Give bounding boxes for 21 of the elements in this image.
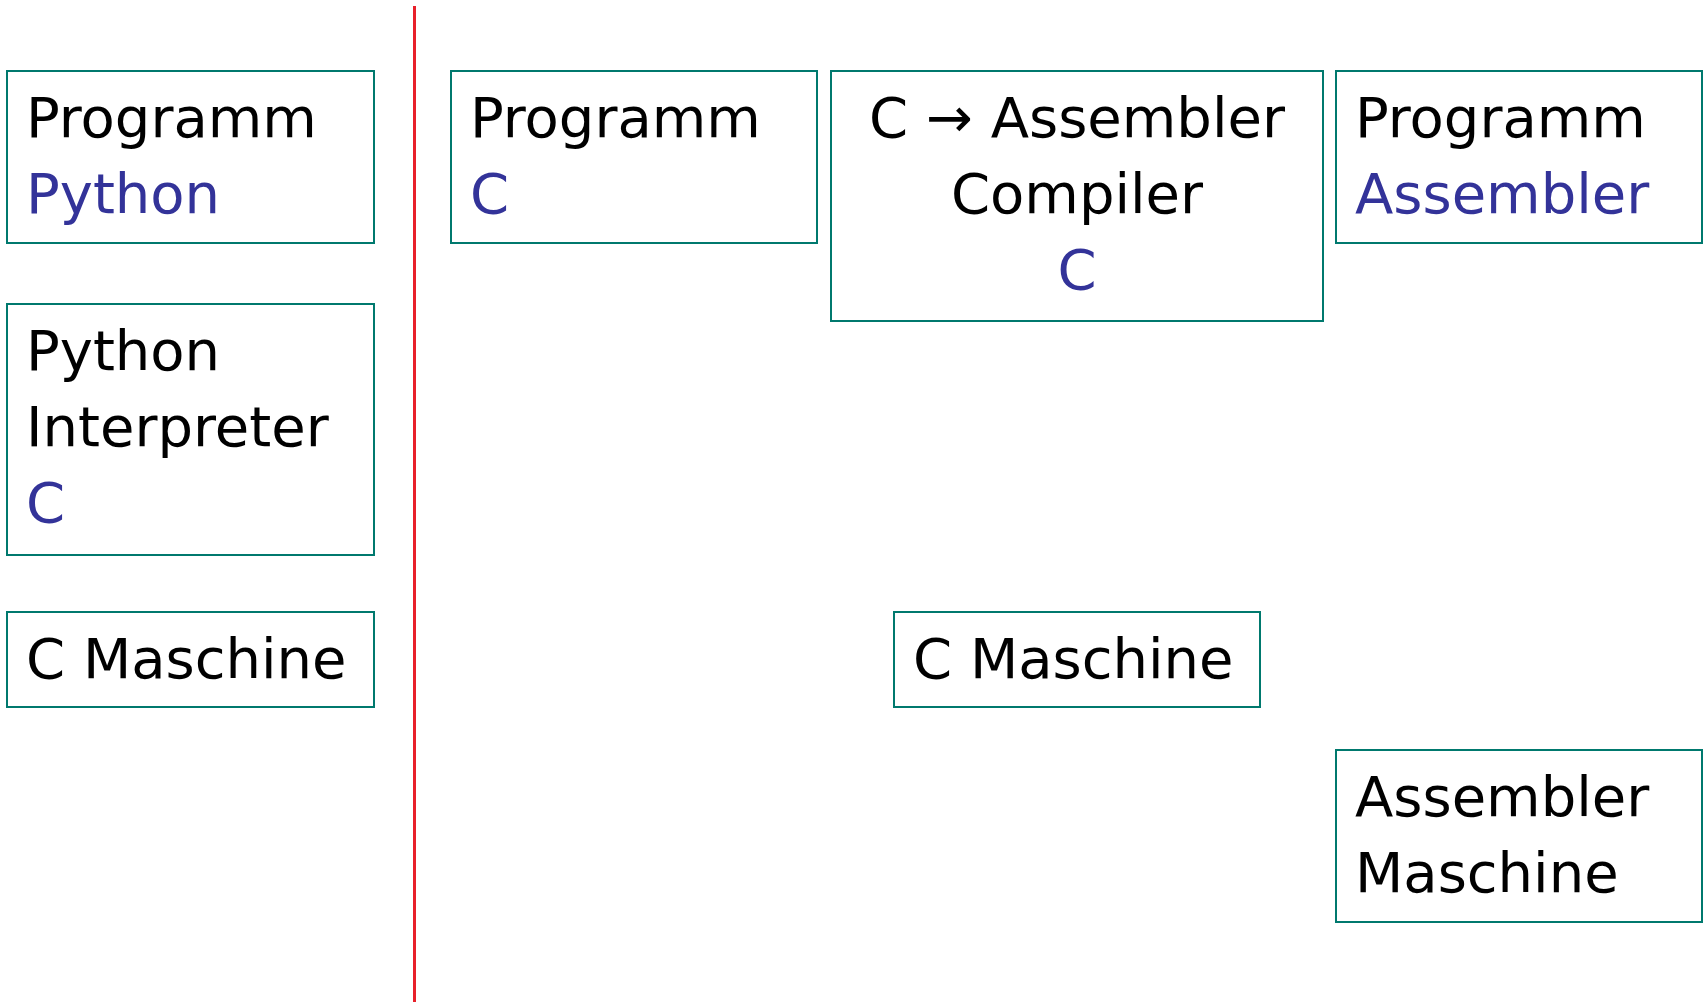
box-heading: C Maschine	[26, 625, 348, 693]
text-box	[450, 70, 818, 244]
language-label: Assembler	[1355, 160, 1651, 228]
box-heading: C Maschine	[913, 625, 1235, 693]
text-box	[830, 70, 1324, 322]
box-heading: Programm	[1355, 84, 1647, 152]
text-box	[6, 303, 375, 556]
box-heading: Programm	[26, 84, 318, 152]
box-heading: Assembler Maschine	[1355, 763, 1651, 907]
box-heading: C → Assembler Compiler	[868, 84, 1286, 228]
text-box	[1335, 749, 1703, 923]
text-box	[6, 611, 375, 708]
language-label: Python	[26, 160, 222, 228]
box-heading: Python Interpreter	[26, 317, 330, 461]
text-box	[6, 70, 375, 244]
text-box	[1335, 70, 1703, 244]
box-heading: Programm	[470, 84, 762, 152]
language-label: C	[470, 160, 511, 228]
language-label: C	[1056, 236, 1098, 304]
language-label: C	[26, 469, 67, 537]
text-box	[893, 611, 1261, 708]
